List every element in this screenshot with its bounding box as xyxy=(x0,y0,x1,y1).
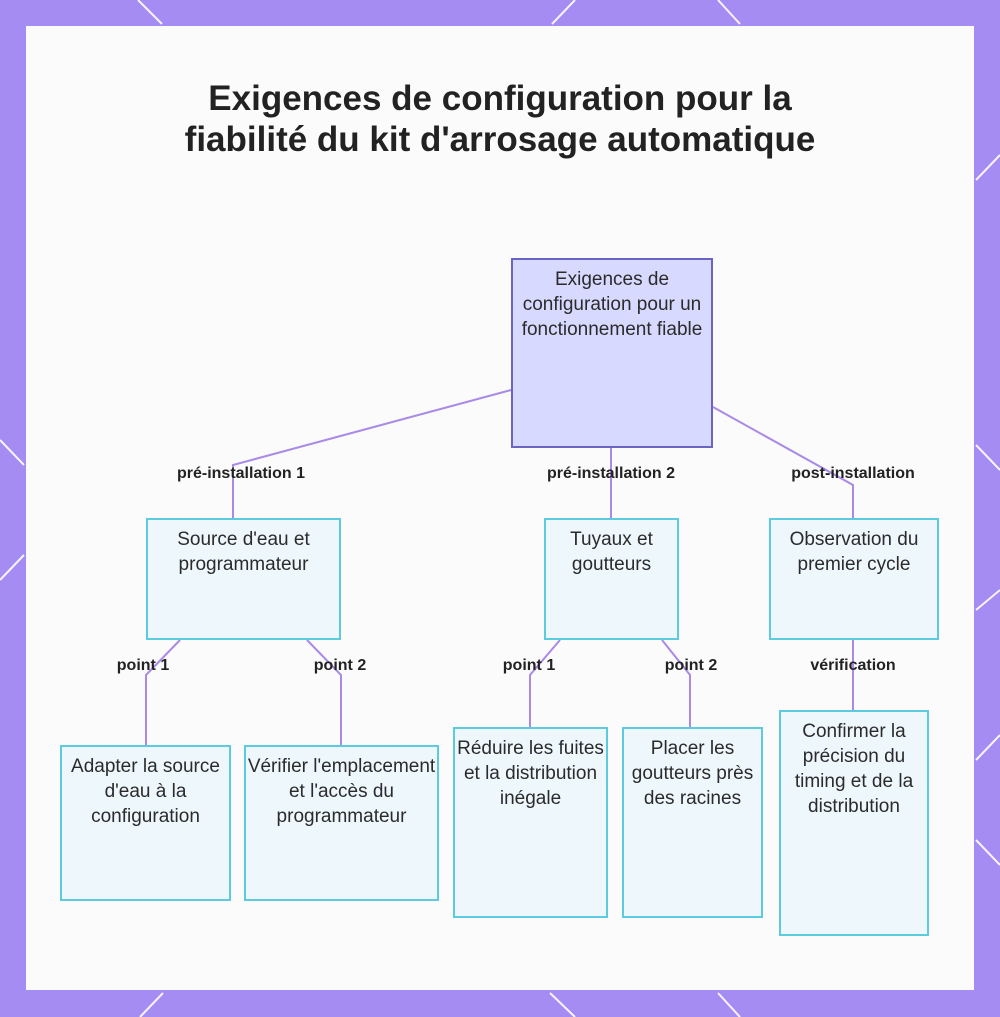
pipes-label: Tuyaux et goutteurs xyxy=(570,529,653,575)
root-node: Exigences de configuration pour un fonct… xyxy=(511,258,713,448)
edge-label-point-1a: point 1 xyxy=(116,657,170,674)
place-drippers-label: Placer les goutteurs près des racines xyxy=(631,738,754,809)
edge-label-verification: vérification xyxy=(810,657,896,674)
pipes-node: Tuyaux et goutteurs xyxy=(544,518,679,640)
adapt-source-label: Adapter la source d'eau à la configurati… xyxy=(71,756,220,827)
reduce-leaks-node: Réduire les fuites et la distribution in… xyxy=(453,727,608,918)
link-pipes-place xyxy=(661,639,691,727)
link-pipes-reduce xyxy=(529,639,561,727)
link-water-adapt xyxy=(145,639,181,745)
diagram-title: Exigences de configuration pour la fiabi… xyxy=(184,79,816,159)
confirm-timing-node: Confirmer la précision du timing et de l… xyxy=(779,710,929,936)
observation-node: Observation du premier cycle xyxy=(769,518,939,640)
edge-label-pre-install-2: pré-installation 2 xyxy=(546,465,676,482)
check-programmer-label: Vérifier l'emplacement et l'accès du pro… xyxy=(247,756,436,827)
reduce-leaks-label: Réduire les fuites et la distribution in… xyxy=(457,738,604,809)
link-root-observation xyxy=(712,406,854,518)
edge-label-point-2b: point 2 xyxy=(664,657,718,674)
confirm-timing-label: Confirmer la précision du timing et de l… xyxy=(794,721,914,817)
link-water-check xyxy=(306,639,342,745)
edge-label-point-1b: point 1 xyxy=(502,657,556,674)
edge-label-point-2a: point 2 xyxy=(313,657,367,674)
root-node-label: Exigences de configuration pour un fonct… xyxy=(521,269,703,340)
link-root-water-source xyxy=(232,389,512,518)
observation-label: Observation du premier cycle xyxy=(789,529,919,575)
adapt-source-node: Adapter la source d'eau à la configurati… xyxy=(60,745,231,901)
water-source-label: Source d'eau et programmateur xyxy=(177,529,310,575)
water-source-node: Source d'eau et programmateur xyxy=(146,518,341,640)
edge-label-post-install: post-installation xyxy=(791,465,915,482)
edge-label-pre-install-1: pré-installation 1 xyxy=(176,465,306,482)
check-programmer-node: Vérifier l'emplacement et l'accès du pro… xyxy=(244,745,439,901)
place-drippers-node: Placer les goutteurs près des racines xyxy=(622,727,763,918)
